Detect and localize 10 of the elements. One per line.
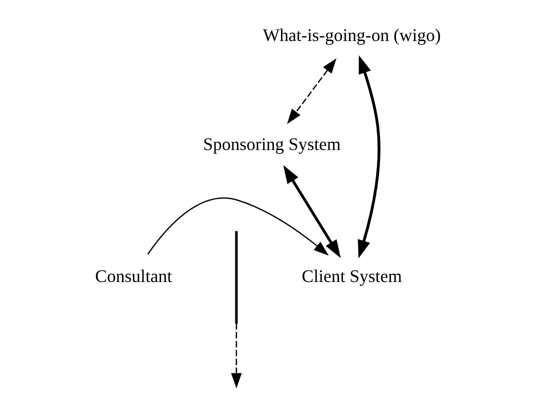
node-text: Consultant <box>95 266 172 286</box>
arrow <box>358 55 380 258</box>
node-arc <box>235 231 238 324</box>
node-text: Sponsoring System <box>203 134 341 154</box>
node-text: Client System <box>302 266 402 286</box>
arrow <box>231 323 242 388</box>
arrow <box>147 198 329 256</box>
arrow <box>287 58 336 124</box>
arrow <box>283 165 341 258</box>
node-text: What-is-going-on (wigo) <box>262 25 441 46</box>
